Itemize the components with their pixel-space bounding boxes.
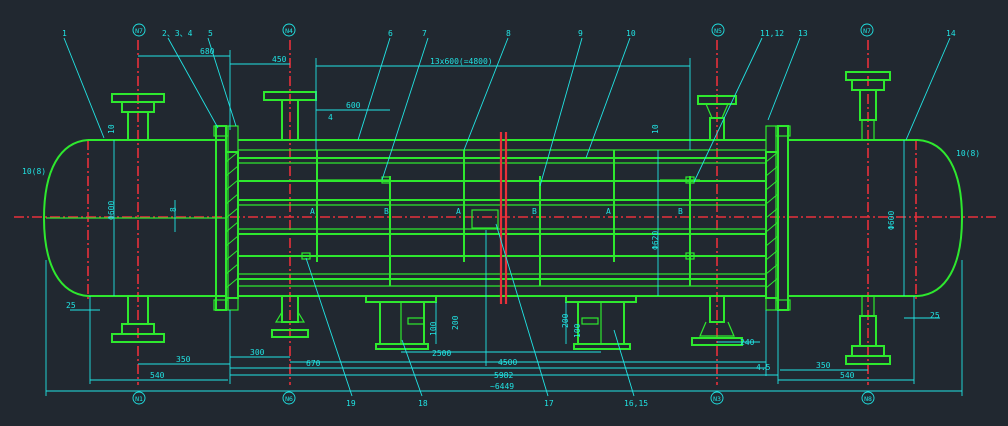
nozzle-n6 [271,295,309,338]
dim-10-8-left: 10(8) [22,167,46,176]
right-tubesheet [765,125,779,311]
baffles [316,150,691,286]
saddle-right [565,295,637,350]
dim-240: 240 [740,338,755,347]
nozzle-n8 [845,295,891,365]
nozzle-n7-left [111,93,165,141]
nozzle-n3 [691,295,743,346]
dim-10-8-right: 10(8) [956,149,980,158]
dimension-lines [45,50,963,396]
dim-6449: ~6449 [490,382,514,391]
nozzle-n7-right [845,71,891,141]
dim-670: 670 [306,359,321,368]
part-label-11-12: 11,12 [760,29,784,38]
dim-10-right: 10 [651,124,660,134]
dim-pitch: 13x600(=4800) [430,57,493,66]
dim-8: 8 [169,207,178,212]
dim-25-left: 25 [66,301,76,310]
nozzle-label-n5: N5 [714,27,722,35]
dim-phi620: Φ620 [651,231,660,250]
part-label-9: 9 [578,29,583,38]
dim-300: 300 [250,348,265,357]
dim-600: 600 [346,101,361,110]
dim-100-left: 100 [429,321,438,336]
part-label-10: 10 [626,29,636,38]
nozzle-label-n8: N8 [864,395,872,403]
tube-bundle [238,157,766,280]
section-mark-a1: A [310,207,315,216]
dim-5982: 5982 [494,371,513,380]
right-channel-head [775,125,964,311]
section-mark-b2: B [532,207,537,216]
nozzle-label-n7-left: N7 [135,27,143,35]
dim-680: 680 [200,47,215,56]
part-label-6: 6 [388,29,393,38]
nozzle-label-n7-right: N7 [863,27,871,35]
dim-350-left: 350 [176,355,191,364]
dim-4-5: 4.5 [756,363,771,372]
dim-450: 450 [272,55,287,64]
section-mark-b1: B [384,207,389,216]
dim-200-left: 200 [451,315,460,330]
dim-phi600-left: Φ600 [107,201,116,220]
dim-100-right: 100 [573,323,582,338]
dim-phi600-right: Φ600 [887,211,896,230]
dim-540-left: 540 [150,371,165,380]
part-label-2-3-4: 2、3、4 [162,29,193,38]
part-label-18: 18 [418,399,428,408]
part-label-13: 13 [798,29,808,38]
section-mark-a2: A [456,207,461,216]
part-label-7: 7 [422,29,427,38]
tie-rods [245,176,700,260]
dim-2500: 2500 [432,349,451,358]
nozzle-n5 [697,95,737,141]
part-label-5: 5 [208,29,213,38]
nozzle-label-n1: N1 [135,395,143,403]
part-label-14: 14 [946,29,956,38]
dim-4500: 4500 [498,358,517,367]
nozzle-circles [132,23,875,405]
shell-flange [471,132,508,304]
part-label-1: 1 [62,29,67,38]
saddle-left [365,295,437,350]
dim-4: 4 [328,113,333,122]
section-mark-a3: A [606,207,611,216]
dim-540-right: 540 [840,371,855,380]
part-label-16-15: 16,15 [624,399,648,408]
nozzle-label-n4: N4 [285,27,293,35]
dim-10-left: 10 [107,124,116,134]
nozzle-n1 [111,295,165,343]
left-tubesheet [225,125,239,311]
dim-200-right: 200 [561,313,570,328]
part-label-17: 17 [544,399,554,408]
section-mark-b3: B [678,207,683,216]
left-channel-head [42,125,229,311]
dim-350-right: 350 [816,361,831,370]
dim-25-right: 25 [930,311,940,320]
nozzle-label-n3: N3 [713,395,721,403]
nozzle-label-n6: N6 [285,395,293,403]
part-label-8: 8 [506,29,511,38]
leader-lines [63,37,951,397]
part-label-19: 19 [346,399,356,408]
